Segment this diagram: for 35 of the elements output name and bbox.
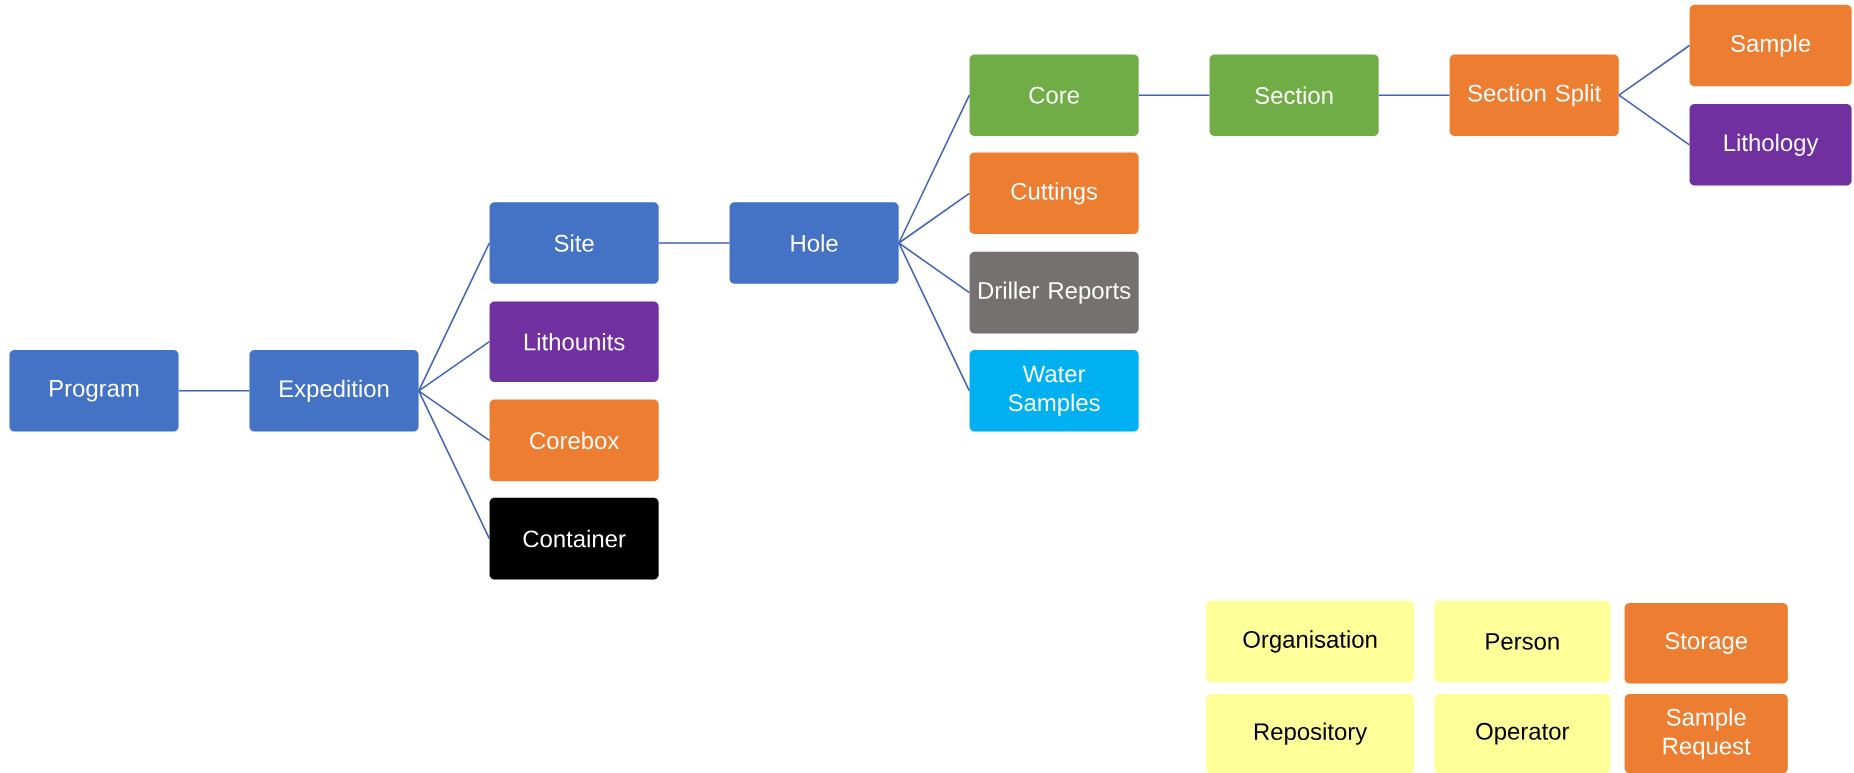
connector-line [1138,94,1211,96]
entity-box: Lithology [1689,104,1852,186]
entity-box: Section [1209,54,1379,136]
entity-box: Operator [1434,694,1611,773]
connector-line [417,340,491,392]
connector-line [417,390,491,540]
connector-line [1618,94,1691,146]
connector-line [898,94,971,244]
entity-box: Driller Reports [969,251,1139,334]
connector-line [898,242,971,392]
connector-line [898,192,971,244]
connector-line [417,390,491,442]
entity-box: Section Split [1449,54,1619,136]
entity-box: Corebox [489,399,659,482]
connector-line [177,390,251,392]
entity-box: Person [1434,600,1611,683]
connector-line [417,242,491,392]
entity-box: Expedition [249,350,419,432]
entity-box: Lithounits [489,301,659,382]
entity-box: Sample Request [1624,694,1788,773]
entity-box: Container [489,497,659,580]
entity-box: Sample [1689,4,1852,87]
connector-line [1378,94,1451,96]
connector-line [898,242,971,294]
entity-box: Water Samples [969,350,1139,432]
entity-box: Site [489,202,659,284]
connector-line [658,242,731,244]
entity-box: Organisation [1206,600,1415,683]
entity-box: Cuttings [969,152,1139,235]
entity-box: Hole [729,202,899,284]
entity-box: Program [9,350,179,432]
connector-line [1618,44,1691,96]
entity-box: Storage [1624,603,1788,684]
entity-box: Core [969,54,1139,136]
entity-box: Repository [1206,694,1415,773]
